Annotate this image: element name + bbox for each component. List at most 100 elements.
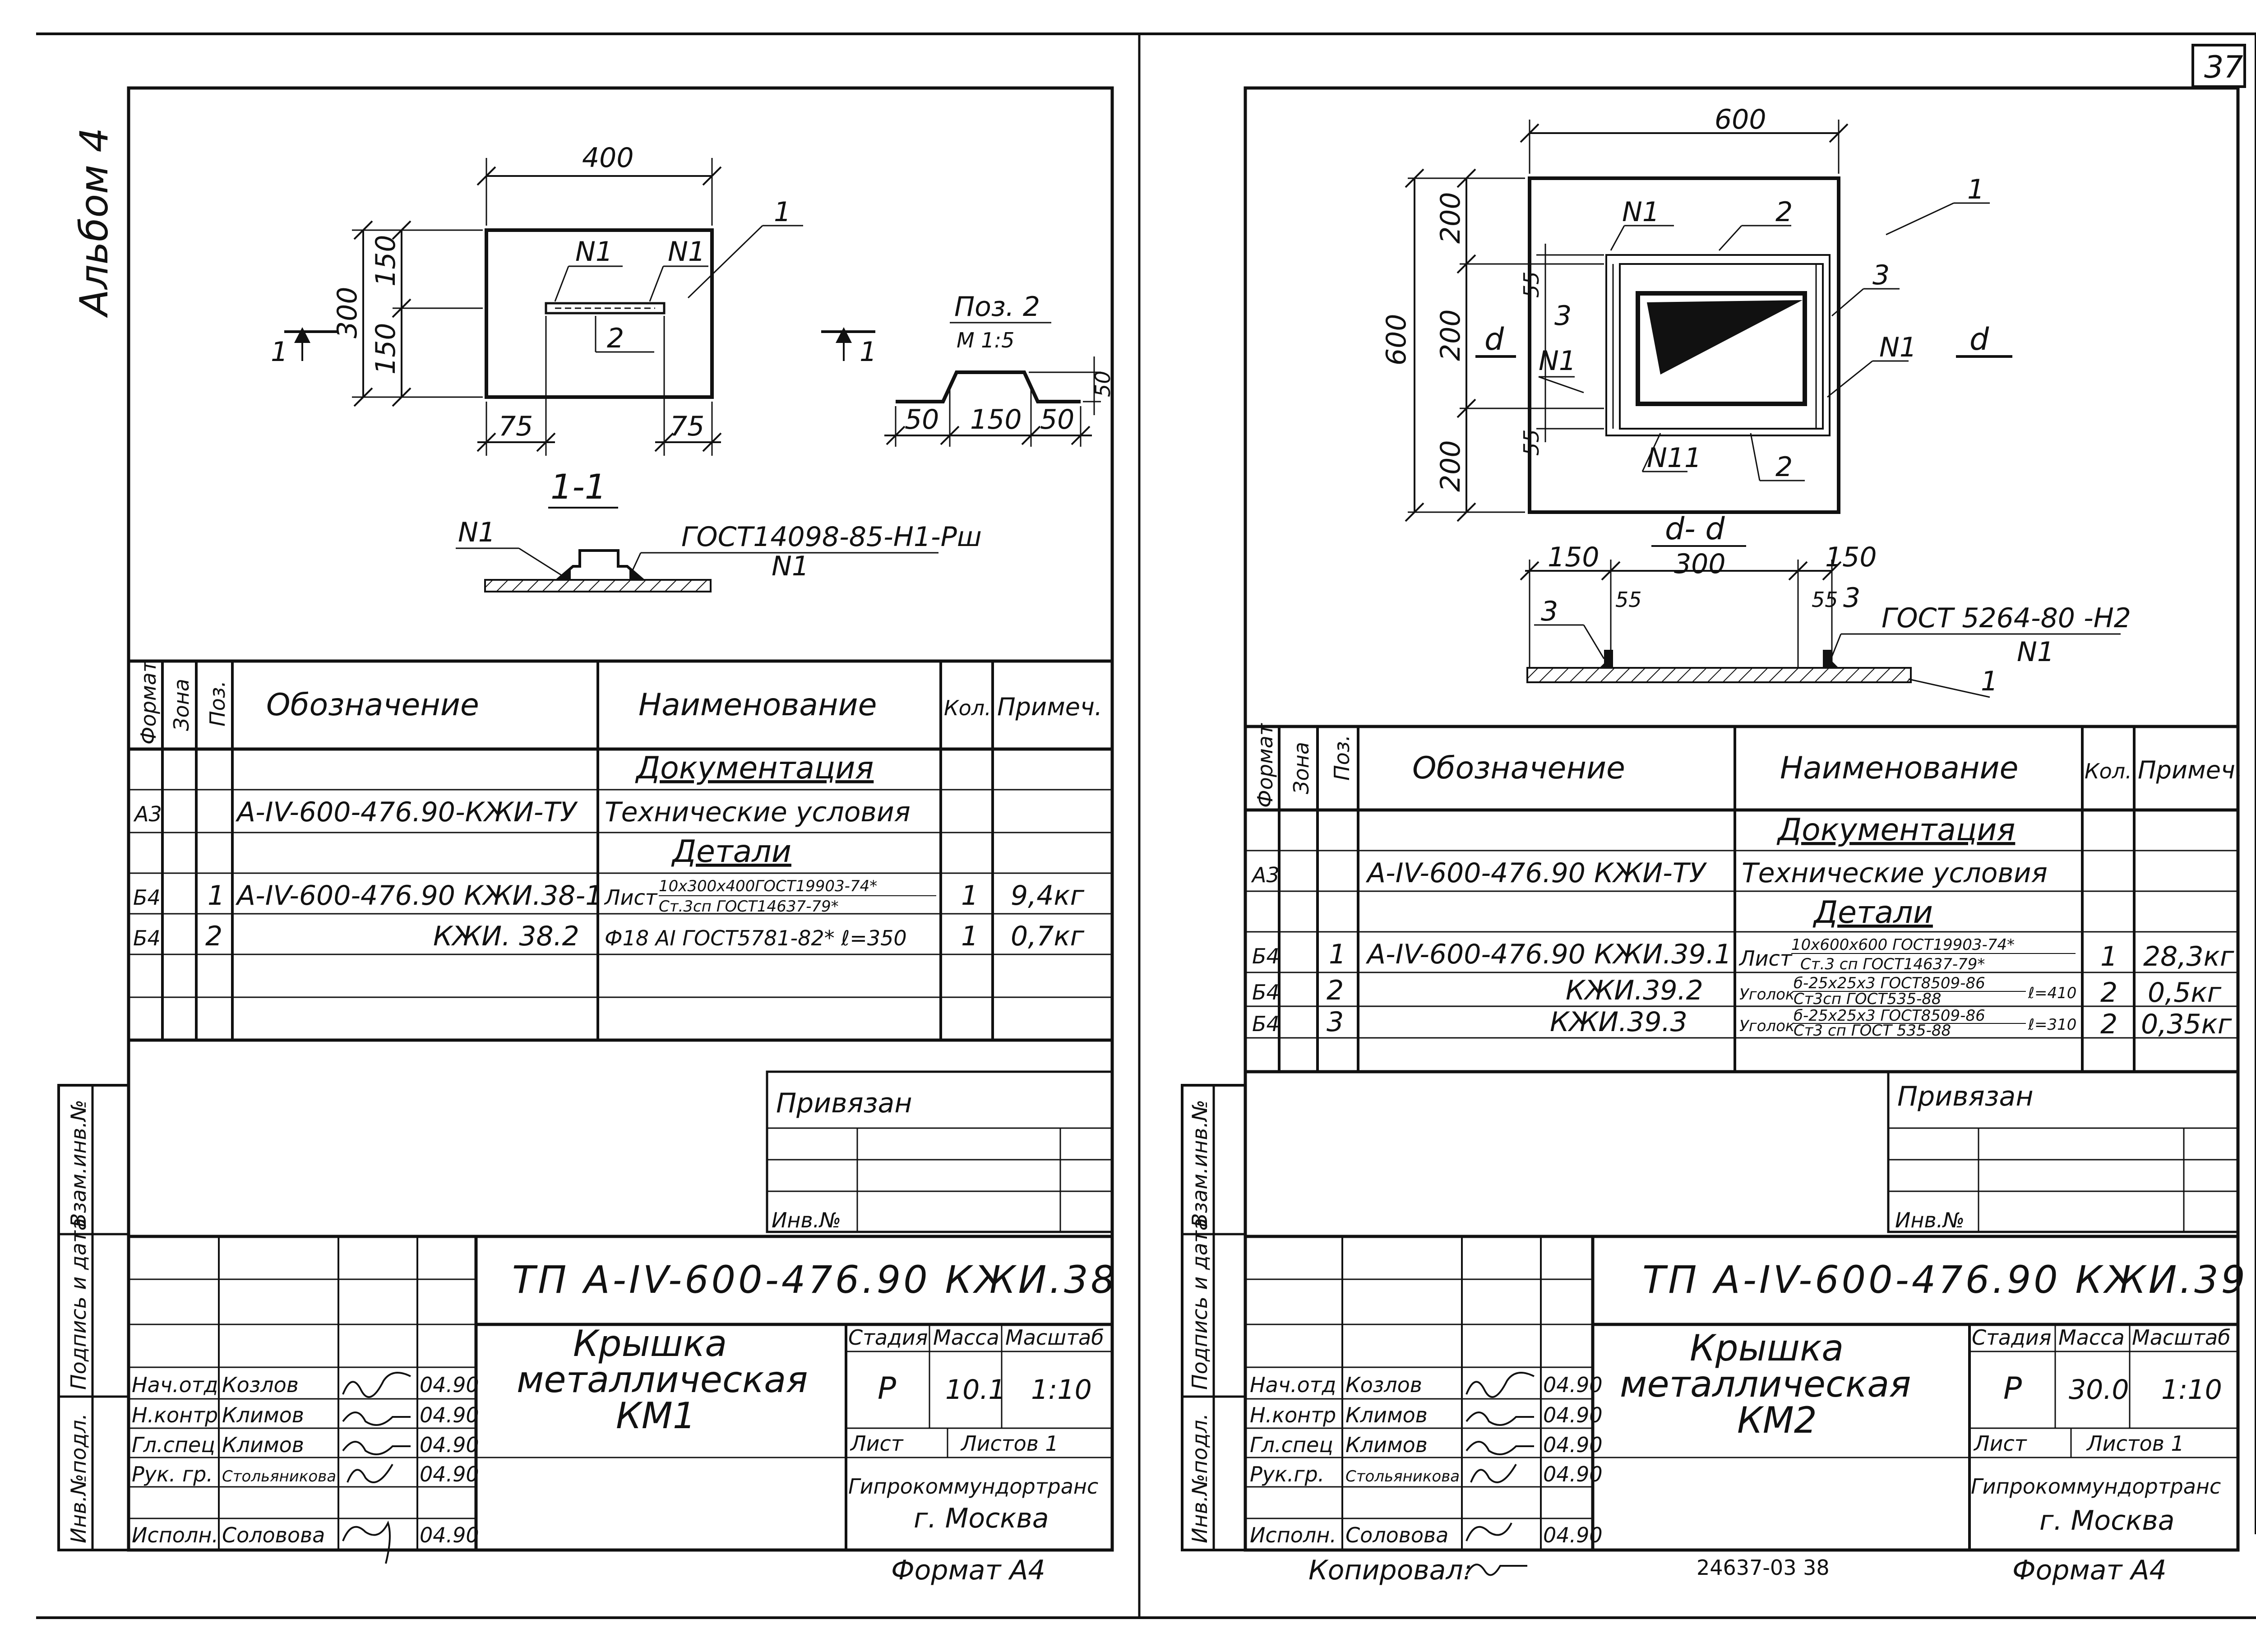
dim-150-dd-right: 150 [1825, 541, 1877, 573]
title-line3-left: КМ1 [616, 1395, 696, 1437]
left-person-4-role: Исполн. [132, 1523, 218, 1547]
pos2-dim-50-l: 50 [905, 404, 939, 435]
pos2-dim-150: 150 [970, 404, 1022, 435]
row-1-name-r: Лист [1738, 946, 1793, 971]
row-tu-format: А3 [133, 802, 162, 826]
callout-3-left: 3 [1554, 300, 1572, 332]
dim-200-b: 200 [1435, 309, 1466, 361]
row-2-note: 0,7кг [1011, 921, 1085, 952]
callout-n11: N11 [1647, 442, 1701, 474]
scale-header-left: Масштаб [1005, 1325, 1104, 1350]
title-line2-left: металлическая [517, 1359, 808, 1401]
col-format: Формат [136, 660, 161, 745]
sheet-label-left: Лист [850, 1431, 904, 1456]
col-zone-r: Зона [1289, 742, 1313, 794]
section-dd-1: 1 [1981, 666, 1998, 697]
row-1-qty-r: 1 [2100, 941, 2117, 972]
inv-label-left: Инв.№ [772, 1208, 841, 1232]
side-label-inv-right: Инв.№подл. [1188, 1413, 1212, 1543]
section-dd-n1: N1 [2017, 636, 2054, 668]
col-name: Наименование [638, 687, 877, 723]
mass-header-right: Масса [2058, 1325, 2125, 1350]
row-3-format-r: Б4 [1252, 1012, 1280, 1036]
col-designation: Обозначение [266, 687, 479, 723]
copied-by-label: Копировал: [1308, 1555, 1472, 1586]
callout-2: 2 [607, 323, 624, 354]
row-2-designation: КЖИ. 38.2 [433, 921, 579, 952]
row-tu-designation-r: А-IV-600-476.90 КЖИ-ТУ [1365, 857, 1707, 889]
right-person-1-role: Н.контр [1250, 1403, 1336, 1427]
title-line1-right: Крышка [1690, 1327, 1844, 1369]
callout-n1-a: N1 [575, 236, 613, 268]
right-person-2-role: Гл.спец [1250, 1433, 1333, 1457]
row-1-name-bottom-r: Ст.3 сп ГОСТ14637-79* [1800, 955, 1985, 973]
right-person-1-date: 04.90 [1543, 1403, 1603, 1427]
sheets-label-left: Листов 1 [960, 1431, 1059, 1456]
scale-value-right: 1:10 [2161, 1374, 2222, 1406]
callout-3-right: 3 [1872, 259, 1890, 291]
col-format-r: Формат [1253, 723, 1277, 808]
col-designation-r: Обозначение [1412, 750, 1625, 786]
section-gost: ГОСТ14098-85-Н1-Рш [681, 521, 982, 553]
section-n1: N1 [458, 517, 495, 548]
row-2-pos: 2 [205, 921, 222, 952]
row-3-pos-r: 3 [1327, 1006, 1344, 1038]
right-person-3-name: Стольяникова [1345, 1467, 1460, 1485]
dim-600-left: 600 [1381, 314, 1412, 366]
section-dd-3-right: 3 [1843, 582, 1860, 614]
row-3-qty-r: 2 [2100, 1009, 2117, 1040]
dim-55-top: 55 [1519, 271, 1544, 298]
dim-200-a: 200 [1435, 192, 1466, 244]
mass-value-left: 10.1 [945, 1374, 1006, 1406]
privyazan-label-left: Привязан [776, 1087, 912, 1119]
row-1-pos-r: 1 [1329, 939, 1346, 970]
signature-right-4 [1465, 1522, 1512, 1541]
left-person-3-date: 04.90 [420, 1462, 479, 1486]
row-details-name-r: Детали [1812, 895, 1933, 930]
row-1-name-bottom: Ст.3сп ГОСТ14637-79* [659, 898, 839, 916]
pos2-scale: М 1:5 [957, 328, 1014, 352]
right-person-1-name: Климов [1345, 1403, 1428, 1427]
row-2-name-bottom-r: Ст3сп ГОСТ535-88 [1794, 990, 1942, 1008]
dim-150-bottom: 150 [370, 323, 402, 375]
section-d-left: d [1484, 322, 1504, 357]
row-1-name: Лист [604, 885, 658, 910]
row-2-designation-r: КЖИ.39.2 [1566, 975, 1703, 1006]
col-name-r: Наименование [1780, 750, 2018, 786]
page-number: 37 [2204, 50, 2243, 85]
row-2-format: Б4 [133, 926, 161, 950]
left-person-1-name: Климов [222, 1403, 304, 1427]
format-label-left: Формат А4 [891, 1555, 1045, 1586]
title-block-left: Нач.отд Козлов 04.90 Н.контр Климов 04.9… [129, 1235, 1115, 1586]
row-3-name-top-r: б-25х25х3 ГОСТ8509-86 [1794, 1007, 1985, 1025]
signature-right-3 [1470, 1463, 1517, 1483]
callout-1-top: 1 [1967, 174, 1984, 205]
left-sheet: 400 300 150 150 75 75 N1 N1 1 2 [127, 86, 1115, 1586]
title-line1-left: Крышка [573, 1323, 727, 1365]
callout-n1-right: N1 [1879, 332, 1917, 363]
callout-n1-top: N1 [1622, 196, 1660, 228]
right-person-4-name: Соловова [1345, 1523, 1448, 1547]
right-person-4-date: 04.90 [1543, 1523, 1603, 1547]
album-label: Альбом 4 [72, 128, 117, 318]
left-person-2-date: 04.90 [420, 1433, 479, 1457]
signature-right-2 [1465, 1441, 1534, 1455]
col-pos-r: Поз. [1330, 735, 1354, 781]
callout-1: 1 [774, 196, 791, 228]
plate-km1 [485, 228, 714, 399]
section-mark-right: 1 [860, 336, 877, 368]
right-person-0-date: 04.90 [1543, 1373, 1603, 1397]
section-d-right: d [1969, 322, 1989, 357]
row-2-name-c-r: ℓ=410 [2028, 984, 2076, 1002]
side-label-podpis-right: Подпись и дата [1188, 1218, 1212, 1390]
row-1-format-r: Б4 [1252, 944, 1280, 968]
org-line1-right: Гипрокоммундортранс [1971, 1474, 2221, 1499]
left-person-4-name: Соловова [222, 1523, 325, 1547]
callout-n1-left: N1 [1539, 345, 1576, 377]
row-1-qty: 1 [961, 880, 978, 912]
signature-left-4 [342, 1520, 391, 1564]
col-qty: Кол. [944, 696, 991, 720]
left-person-2-name: Климов [222, 1433, 304, 1457]
org-line2-right: г. Москва [2039, 1505, 2175, 1536]
